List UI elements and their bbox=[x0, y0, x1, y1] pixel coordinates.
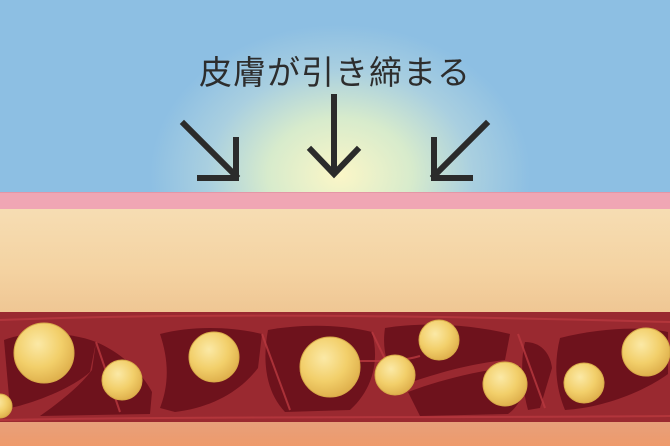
caption: 皮膚が引き締まる bbox=[199, 53, 471, 92]
lower-tissue-layer bbox=[0, 422, 670, 446]
fat-layer bbox=[0, 312, 670, 424]
epidermis-layer bbox=[0, 192, 670, 210]
dermis-layer bbox=[0, 209, 670, 317]
fat-cell bbox=[188, 331, 240, 383]
fat-cell bbox=[101, 359, 143, 401]
fat-cell bbox=[299, 336, 361, 398]
fat-cell bbox=[621, 327, 670, 377]
fat-cell bbox=[418, 319, 460, 361]
fat-cell bbox=[563, 362, 605, 404]
fat-cell bbox=[0, 393, 13, 419]
arrow-down-icon bbox=[306, 94, 362, 179]
fat-cell bbox=[482, 361, 528, 407]
tightening-arrows bbox=[179, 94, 491, 181]
arrow-down-right-icon bbox=[179, 119, 241, 181]
fat-cell bbox=[13, 322, 75, 384]
fat-cell bbox=[374, 354, 416, 396]
arrow-down-left-icon bbox=[429, 119, 491, 181]
